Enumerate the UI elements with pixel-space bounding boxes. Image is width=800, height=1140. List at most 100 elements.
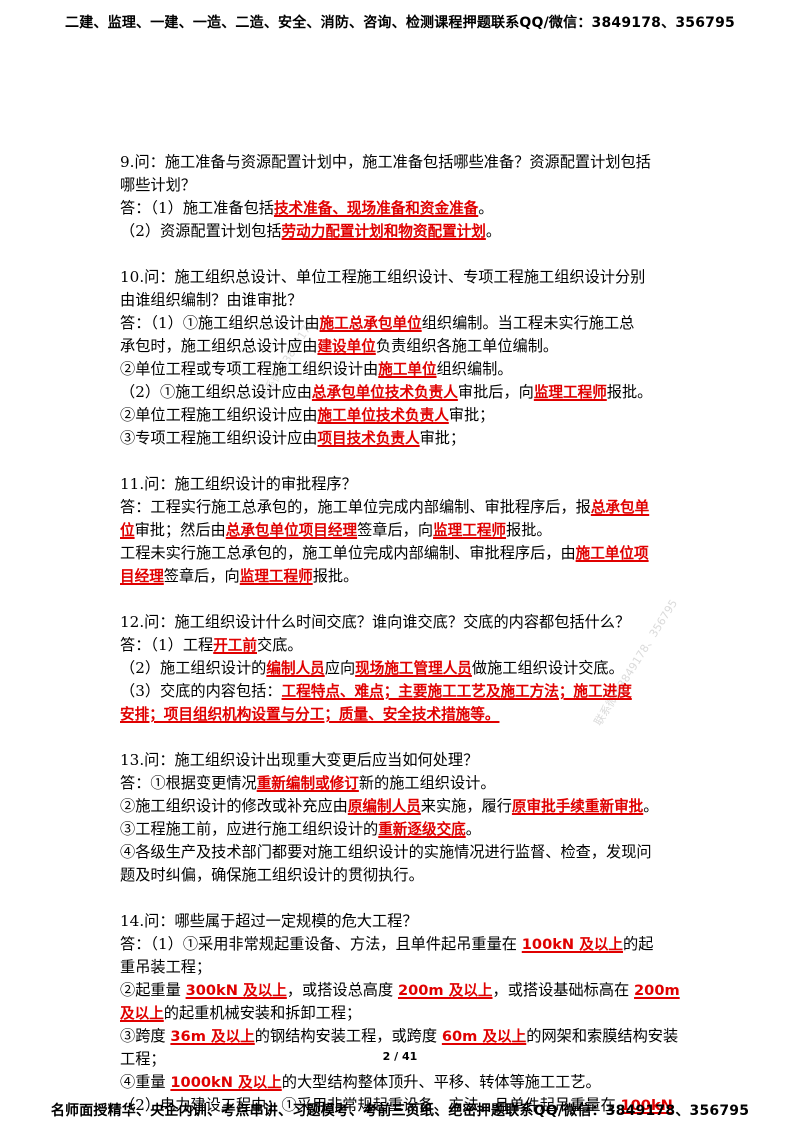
text-segment: （2）施工组织设计的 xyxy=(120,659,267,677)
key-point-highlight: 编制人员 xyxy=(266,660,325,677)
text-segment: ②单位工程或专项工程施工组织设计由 xyxy=(120,360,379,378)
text-line: （2）电力建设工程中：①采用非常规起重设备、方法，且单件起吊重量在 100kN xyxy=(120,1094,690,1117)
key-point-highlight: 劳动力配置计划和物资配置计划 xyxy=(281,223,486,240)
text-segment: 审批； xyxy=(448,406,495,424)
key-point-highlight: 总承包单位技术负责人 xyxy=(311,384,458,401)
key-point-highlight: 200m xyxy=(634,982,680,999)
text-line: 承包时，施工组织总设计应由建设单位负责组织各施工单位编制。 xyxy=(120,335,690,358)
text-line: 工程； xyxy=(120,1048,690,1071)
text-line: （2）①施工组织总设计应由总承包单位技术负责人审批后，向监理工程师报批。 xyxy=(120,381,690,404)
key-point-highlight: 1000kN 及以上 xyxy=(170,1074,282,1091)
text-segment: 签章后，向 xyxy=(163,567,240,585)
text-line: ④重量 1000kN 及以上的大型结构整体顶升、平移、转体等施工工艺。 xyxy=(120,1071,690,1094)
text-line: 安排；项目组织机构设置与分工；质量、安全技术措施等。 xyxy=(120,703,690,726)
text-line: 答：①根据变更情况重新编制或修订新的施工组织设计。 xyxy=(120,772,690,795)
key-point-highlight: 现场施工管理人员 xyxy=(355,660,472,677)
key-point-highlight: 200m 及以上 xyxy=(397,982,493,999)
text-segment: 报批。 xyxy=(506,521,552,539)
text-segment: 的钢结构安装工程，或跨度 xyxy=(254,1027,442,1045)
key-point-highlight: 原审批手续重新审批 xyxy=(511,798,644,815)
text-line: 11.问：施工组织设计的审批程序？ xyxy=(120,473,690,496)
document-body: 9.问：施工准备与资源配置计划中，施工准备包括哪些准备？资源配置计划包括哪些计划… xyxy=(120,151,690,1140)
key-point-highlight: 施工单位 xyxy=(378,361,437,378)
text-segment: 的起重机械安装和拆卸工程； xyxy=(163,1004,362,1022)
text-segment: 答：（1）施工准备包括 xyxy=(120,199,274,217)
text-line: 及以上的起重机械安装和拆卸工程； xyxy=(120,1002,690,1025)
text-segment: （3）交底的内容包括： xyxy=(120,682,282,700)
key-point-highlight: 目经理 xyxy=(120,568,164,585)
text-segment: 答：（1）①采用非常规起重设备、方法，且单件起吊重量在 xyxy=(120,935,522,953)
qa-block: 13.问：施工组织设计出现重大变更后应当如何处理？答：①根据变更情况重新编制或修… xyxy=(120,749,690,887)
text-segment: ，或搭设基础标高在 xyxy=(492,981,635,999)
text-segment: ④各级生产及技术部门都要对施工组织设计的实施情况进行监督、检查，发现问 xyxy=(120,843,652,861)
text-line: 哪些计划？ xyxy=(120,174,690,197)
key-point-highlight: 安排；项目组织机构设置与分工；质量、安全技术措施等。 xyxy=(120,706,500,723)
text-segment: 的起 xyxy=(623,935,654,953)
text-segment: ③工程施工前，应进行施工组织设计的 xyxy=(120,820,379,838)
text-line: ④各级生产及技术部门都要对施工组织设计的实施情况进行监督、检查，发现问 xyxy=(120,841,690,864)
text-line: 答：（1）工程开工前交底。 xyxy=(120,634,690,657)
qa-block: 9.问：施工准备与资源配置计划中，施工准备包括哪些准备？资源配置计划包括哪些计划… xyxy=(120,151,690,243)
key-point-highlight: 位 xyxy=(120,522,135,539)
text-segment: ③专项工程施工组织设计应由 xyxy=(120,429,318,447)
text-line: ③跨度 36m 及以上的钢结构安装工程，或跨度 60m 及以上的网架和索膜结构安… xyxy=(120,1025,690,1048)
text-line: 重吊装工程； xyxy=(120,956,690,979)
text-segment: 工程； xyxy=(120,1050,166,1068)
qa-block: 10.问：施工组织总设计、单位工程施工组织设计、专项工程施工组织设计分别由谁组织… xyxy=(120,266,690,450)
text-segment: 新的施工组织设计。 xyxy=(358,774,496,792)
text-line: ②施工组织设计的修改或补充应由原编制人员来实施，履行原审批手续重新审批。 xyxy=(120,795,690,818)
qa-block: 11.问：施工组织设计的审批程序？答：工程实行施工总承包的，施工单位完成内部编制… xyxy=(120,473,690,588)
text-line: ③专项工程施工组织设计应由项目技术负责人审批； xyxy=(120,427,690,450)
key-point-highlight: 重新编制或修订 xyxy=(256,775,359,792)
text-segment: 报批。 xyxy=(606,383,653,401)
text-line: （3）交底的内容包括：工程特点、难点；主要施工工艺及施工方法；施工进度 xyxy=(120,680,690,703)
text-segment: （2）电力建设工程中：①采用非常规起重设备、方法，且单件起吊重量在 xyxy=(120,1096,621,1114)
text-line: 13.问：施工组织设计出现重大变更后应当如何处理？ xyxy=(120,749,690,772)
text-line: 答：（1）①采用非常规起重设备、方法，且单件起吊重量在 100kN 及以上的起 xyxy=(120,933,690,956)
text-segment: ②施工组织设计的修改或补充应由 xyxy=(120,797,348,815)
text-segment: 哪些计划？ xyxy=(120,176,196,194)
bottom-banner: 名师面授精华、央企内训、考点串讲、习题模考、考前三页纸、绝密押题联系QQ/微信：… xyxy=(50,1103,750,1119)
text-segment: 。 xyxy=(485,222,502,240)
key-point-highlight: 300kN 及以上 xyxy=(185,982,287,999)
text-segment: 12.问：施工组织设计什么时间交底？谁向谁交底？交底的内容都包括什么？ xyxy=(120,613,631,631)
text-segment: 由谁组织编制？由谁审批？ xyxy=(120,291,303,309)
text-segment: 审批后，向 xyxy=(457,383,534,401)
key-point-highlight: 原编制人员 xyxy=(347,798,421,815)
text-segment: 审批；然后由 xyxy=(134,521,226,539)
text-segment: 应向 xyxy=(324,659,356,677)
text-segment: 做施工组织设计交底。 xyxy=(471,659,624,677)
key-point-highlight: 建设单位 xyxy=(317,338,376,355)
text-segment: 14.问：哪些属于超过一定规模的危大工程？ xyxy=(120,912,418,930)
text-segment: 组织编制。当工程未实行施工总 xyxy=(421,314,635,332)
text-line: 答：（1）施工准备包括技术准备、现场准备和资金准备。 xyxy=(120,197,690,220)
text-line: 12.问：施工组织设计什么时间交底？谁向谁交底？交底的内容都包括什么？ xyxy=(120,611,690,634)
text-line: （2）资源配置计划包括劳动力配置计划和物资配置计划。 xyxy=(120,220,690,243)
key-point-highlight: 监理工程师 xyxy=(533,384,607,401)
key-point-highlight: 36m 及以上 xyxy=(170,1028,255,1045)
text-segment: 重吊装工程； xyxy=(120,958,212,976)
text-segment: 工程未实行施工总承包的，施工单位完成内部编制、审批程序后，由 xyxy=(120,544,576,562)
key-point-highlight: 重新逐级交底 xyxy=(378,821,466,838)
key-point-highlight: 工程特点、难点；主要施工工艺及施工方法；施工进度 xyxy=(281,683,632,700)
text-segment: 答：（1）工程 xyxy=(120,636,214,654)
text-segment: 负责组织各施工单位编制。 xyxy=(375,337,559,355)
text-segment: ④重量 xyxy=(120,1073,171,1091)
qa-block: 12.问：施工组织设计什么时间交底？谁向谁交底？交底的内容都包括什么？ 答：（1）… xyxy=(120,611,690,726)
text-segment: 11.问：施工组织设计的审批程序？ xyxy=(120,475,357,493)
top-banner: 二建、监理、一建、一造、二造、安全、消防、咨询、检测课程押题联系QQ/微信：38… xyxy=(65,15,735,31)
text-segment: 交底。 xyxy=(257,636,303,654)
text-line: 10.问：施工组织总设计、单位工程施工组织设计、专项工程施工组织设计分别 xyxy=(120,266,690,289)
text-segment: 。 xyxy=(478,199,494,217)
text-segment: ③跨度 xyxy=(120,1027,171,1045)
text-segment: 题及时纠偏，确保施工组织设计的贯彻执行。 xyxy=(120,866,424,884)
key-point-highlight: 技术准备、现场准备和资金准备 xyxy=(273,200,479,217)
text-line: 答：（1）①施工组织总设计由施工总承包单位组织编制。当工程未实行施工总 xyxy=(120,312,690,335)
text-segment: 的大型结构整体顶升、平移、转体等施工工艺。 xyxy=(281,1073,601,1091)
text-segment: 审批； xyxy=(419,429,466,447)
key-point-highlight: 监理工程师 xyxy=(433,522,507,539)
key-point-highlight: 监理工程师 xyxy=(239,568,313,585)
key-point-highlight: 总承包单 xyxy=(590,499,650,516)
text-segment: 。 xyxy=(465,820,481,838)
text-segment: 答：（1）①施工组织总设计由 xyxy=(120,314,320,332)
